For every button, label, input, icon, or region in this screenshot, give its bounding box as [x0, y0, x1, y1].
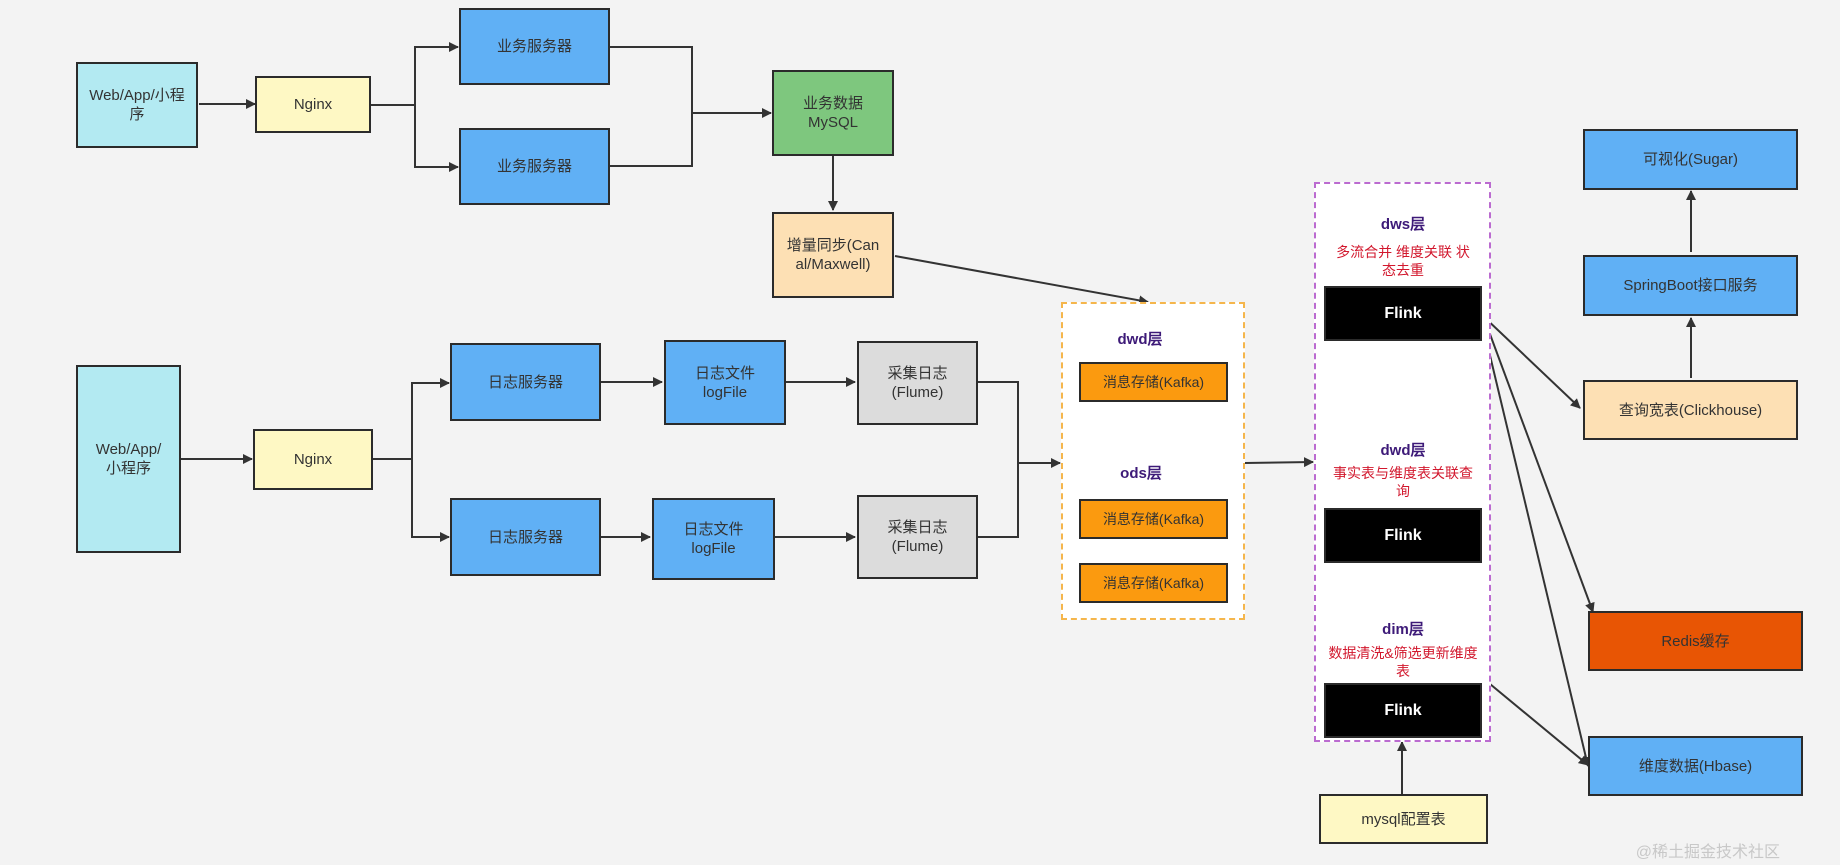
node-label: 日志服务器 — [487, 373, 563, 391]
edge-sync-to-kafka-dwd — [894, 255, 1149, 306]
edge-flink-dim-to-hbase — [1489, 683, 1589, 766]
edge-biz-server-1-to-mysql — [610, 46, 772, 118]
flink-dws-layer-desc: 多流合并 维度关联 状态去重 — [1336, 244, 1470, 278]
web-app-miniprogram-bottom: Web/App/小程序 — [76, 365, 181, 553]
edge-nginx-to-biz-server-1 — [370, 42, 459, 106]
flink-dws-layer-title: dws层 — [1380, 216, 1426, 233]
node-label: Web/App/小程序 — [95, 441, 162, 477]
edge-flume-1-to-kafka — [978, 381, 1061, 468]
log-file-1: 日志文件logFile — [664, 340, 786, 425]
sugar-visualization: 可视化(Sugar) — [1583, 129, 1798, 190]
node-label: 可视化(Sugar) — [1642, 151, 1739, 168]
node-label: 日志文件logFile — [683, 521, 744, 557]
node-label: SpringBoot接口服务 — [1623, 277, 1758, 294]
node-label: mysql配置表 — [1361, 810, 1446, 828]
node-label: 查询宽表(Clickhouse) — [1618, 401, 1763, 419]
mysql-config-table: mysql配置表 — [1319, 794, 1488, 844]
flink-dwd: Flink — [1324, 508, 1482, 563]
node-label: 业务数据MySQL — [802, 95, 863, 131]
web-app-miniprogram-top: Web/App/小程序 — [76, 62, 198, 148]
node-label: Nginx — [293, 451, 333, 468]
node-label: 业务服务器 — [496, 38, 572, 55]
node-label: Redis缓存 — [1661, 632, 1730, 650]
edge-flink-dws-to-hbase — [1481, 321, 1591, 767]
node-label: 采集日志(Flume) — [887, 519, 948, 555]
flink-dwd-layer-title: dwd层 — [1380, 442, 1426, 459]
node-label: 日志文件logFile — [694, 364, 755, 401]
edge-flink-dws-to-clickhouse — [1481, 314, 1581, 409]
edge-nginx-to-log-server-2 — [411, 459, 450, 542]
nginx-bottom: Nginx — [253, 429, 373, 490]
log-server-2: 日志服务器 — [450, 498, 601, 576]
kafka-dwd: 消息存储(Kafka) — [1079, 362, 1228, 402]
flink-dim: Flink — [1324, 683, 1482, 738]
node-label: Flink — [1384, 702, 1422, 719]
node-label: Nginx — [293, 96, 333, 113]
flink-dws: Flink — [1324, 286, 1482, 341]
edge-nginx-to-log-server-1 — [372, 378, 450, 460]
biz-server-1: 业务服务器 — [459, 8, 610, 85]
kafka-ods-layer-title: ods层 — [1120, 465, 1162, 482]
edge-kafka-to-flink — [1244, 457, 1314, 468]
node-label: Flink — [1384, 527, 1422, 544]
node-label: 日志服务器 — [487, 528, 563, 546]
kafka-ods-2: 消息存储(Kafka) — [1079, 563, 1228, 603]
node-label: 业务服务器 — [496, 158, 572, 175]
biz-server-2: 业务服务器 — [459, 128, 610, 205]
flink-dim-layer-desc: 数据清洗&筛选更新维度表 — [1328, 645, 1478, 679]
log-server-1: 日志服务器 — [450, 343, 601, 421]
edge-flink-dws-to-redis — [1483, 317, 1595, 613]
node-label: 消息存储(Kafka) — [1102, 510, 1205, 527]
node-label: 采集日志(Flume) — [887, 365, 948, 401]
node-label: 维度数据(Hbase) — [1638, 757, 1753, 775]
node-label: Flink — [1384, 305, 1422, 322]
kafka-dwd-layer-title: dwd层 — [1117, 331, 1163, 348]
watermark: @稀土掘金技术社区 — [1635, 844, 1780, 861]
kafka-ods-1: 消息存储(Kafka) — [1079, 499, 1228, 539]
node-label: Web/App/小程序 — [89, 87, 185, 123]
incremental-sync: 增量同步(Canal/Maxwell) — [772, 212, 894, 298]
edge-flume-2-to-kafka — [978, 463, 1019, 538]
nginx-top: Nginx — [255, 76, 371, 133]
flume-collector-1: 采集日志(Flume) — [857, 341, 978, 425]
edge-biz-server-2-to-mysql — [610, 113, 693, 167]
clickhouse-wide-table: 查询宽表(Clickhouse) — [1583, 380, 1798, 440]
edge-nginx-to-biz-server-2 — [414, 105, 459, 172]
flink-dim-layer-title: dim层 — [1382, 621, 1424, 638]
node-label: 消息存储(Kafka) — [1102, 574, 1205, 591]
biz-mysql: 业务数据MySQL — [772, 70, 894, 156]
redis-cache: Redis缓存 — [1588, 611, 1803, 671]
flume-collector-2: 采集日志(Flume) — [857, 495, 978, 579]
node-label: 消息存储(Kafka) — [1102, 373, 1205, 390]
node-label: 增量同步(Canal/Maxwell) — [786, 237, 880, 273]
log-file-2: 日志文件logFile — [652, 498, 775, 580]
flink-dwd-layer-desc: 事实表与维度表关联查询 — [1333, 465, 1473, 499]
flink-group — [1314, 182, 1491, 742]
springboot-api: SpringBoot接口服务 — [1583, 255, 1798, 316]
hbase-dimension-data: 维度数据(Hbase) — [1588, 736, 1803, 796]
